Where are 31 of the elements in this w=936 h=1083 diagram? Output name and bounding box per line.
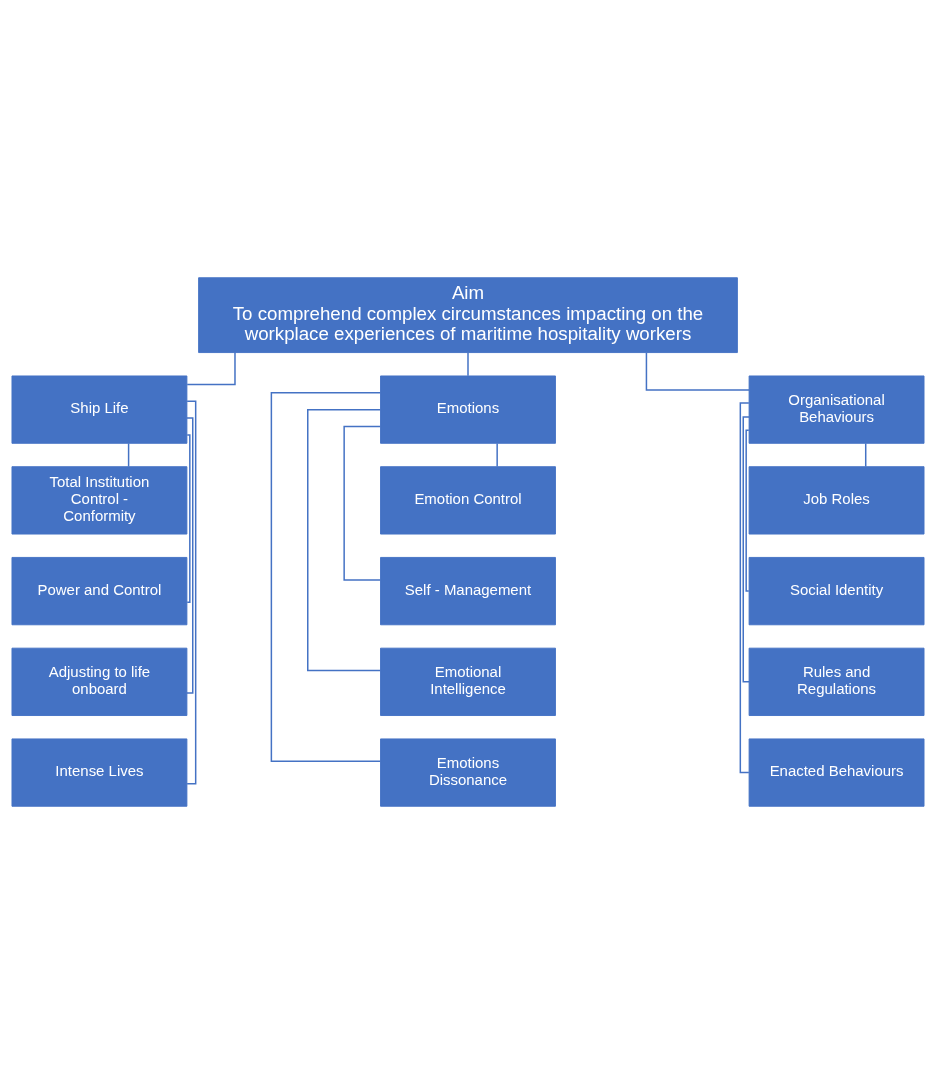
connector — [270, 391, 382, 762]
node-box: Total Institution Control - Conformity — [11, 465, 188, 534]
connector — [496, 442, 498, 467]
connector — [307, 408, 382, 671]
connector — [467, 351, 469, 377]
node-box: Ship Life — [11, 375, 188, 444]
connector — [745, 428, 750, 592]
connector — [343, 425, 382, 581]
connector — [127, 442, 130, 467]
node-box: Intense Lives — [11, 737, 188, 807]
node-box: Social Identity — [748, 556, 925, 625]
node-box: Job Roles — [748, 465, 925, 534]
connector — [739, 401, 750, 773]
connector — [186, 351, 236, 385]
connector — [186, 399, 197, 785]
connector — [645, 351, 750, 391]
node-box: Organisational Behaviours — [748, 375, 925, 444]
node-box: Emotions Dissonance — [380, 737, 556, 807]
node-box: Emotional Intelligence — [380, 647, 556, 716]
connector — [742, 415, 750, 683]
node-box: Enacted Behaviours — [748, 737, 925, 807]
node-box: Power and Control — [11, 556, 188, 625]
node-box: Self - Management — [380, 556, 556, 625]
connector — [186, 433, 191, 603]
node-box: Emotions — [380, 375, 556, 444]
node-box: Rules and Regulations — [748, 647, 925, 716]
node-box: Adjusting to life onboard — [11, 647, 188, 716]
connector — [864, 442, 867, 467]
node-box: Emotion Control — [380, 465, 556, 534]
connector — [186, 416, 194, 694]
node-box: Aim To comprehend complex circumstances impacting on the workplace experiences of maritime hospitality workers — [198, 276, 738, 353]
